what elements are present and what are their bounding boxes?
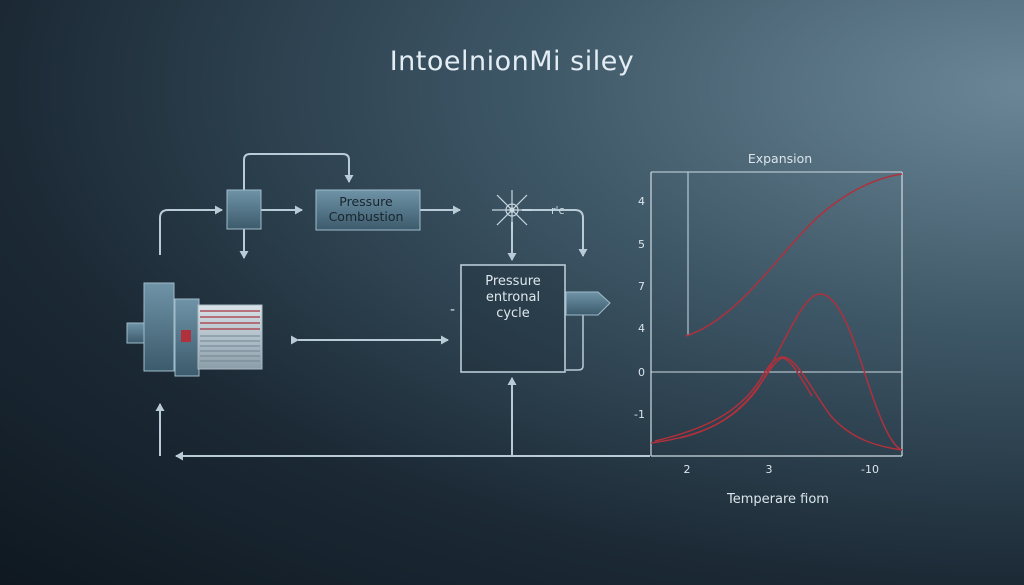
x-tick-labels: 2 3 -10 [684, 463, 879, 476]
motor-fins [200, 335, 260, 362]
y-tick-labels: 4 5 7 4 0 -1 [634, 195, 645, 421]
flow-lines [155, 153, 650, 461]
spark-junction-icon [492, 190, 532, 230]
y-tick-label: 0 [638, 366, 645, 379]
y-tick-label: 7 [638, 280, 645, 293]
cycle-label-line3: cycle [496, 306, 530, 321]
page-title: IntoelnionMi siley [389, 46, 635, 77]
motor-core-red [181, 330, 191, 342]
combustion-label-line2: Combustion [329, 209, 404, 224]
dash-label: - [450, 302, 455, 318]
x-tick-label: 3 [766, 463, 773, 476]
rc-label: r'c [551, 204, 565, 217]
x-tick-label: 2 [684, 463, 691, 476]
valve-block [226, 189, 262, 230]
motor-assembly [126, 282, 263, 377]
y-tick-label: 4 [638, 195, 645, 208]
cycle-label-line2: entronal [486, 290, 540, 305]
motor-coil [197, 304, 263, 370]
curve-peak-low [654, 356, 903, 451]
combustion-box [315, 189, 421, 231]
cycle-label-line1: Pressure [485, 274, 541, 289]
cycle-box [460, 264, 566, 373]
chart-title: Expansion [748, 151, 812, 166]
y-tick-label: 5 [638, 238, 645, 251]
right-feed-pipe [522, 209, 588, 257]
y-tick-label: -1 [634, 408, 645, 421]
y-tick-label: 4 [638, 322, 645, 335]
expansion-chart: Expansion 4 5 7 4 0 -1 2 3 -10 Temperare fiom [634, 151, 903, 507]
curve-sigmoid [685, 173, 903, 337]
left-riser-pipe [159, 205, 223, 255]
combustion-label-line1: Pressure [339, 194, 393, 209]
motor-flange [143, 282, 175, 372]
x-tick-label: -10 [861, 463, 879, 476]
cycle-extra-line [566, 300, 584, 371]
chart-curves [650, 173, 903, 451]
curve-peak-mid [679, 357, 813, 439]
motor-windings [200, 310, 260, 330]
top-loop-pipe [243, 153, 354, 190]
chart-x-label: Temperare fiom [726, 492, 829, 507]
outlet-nozzle [565, 291, 611, 316]
